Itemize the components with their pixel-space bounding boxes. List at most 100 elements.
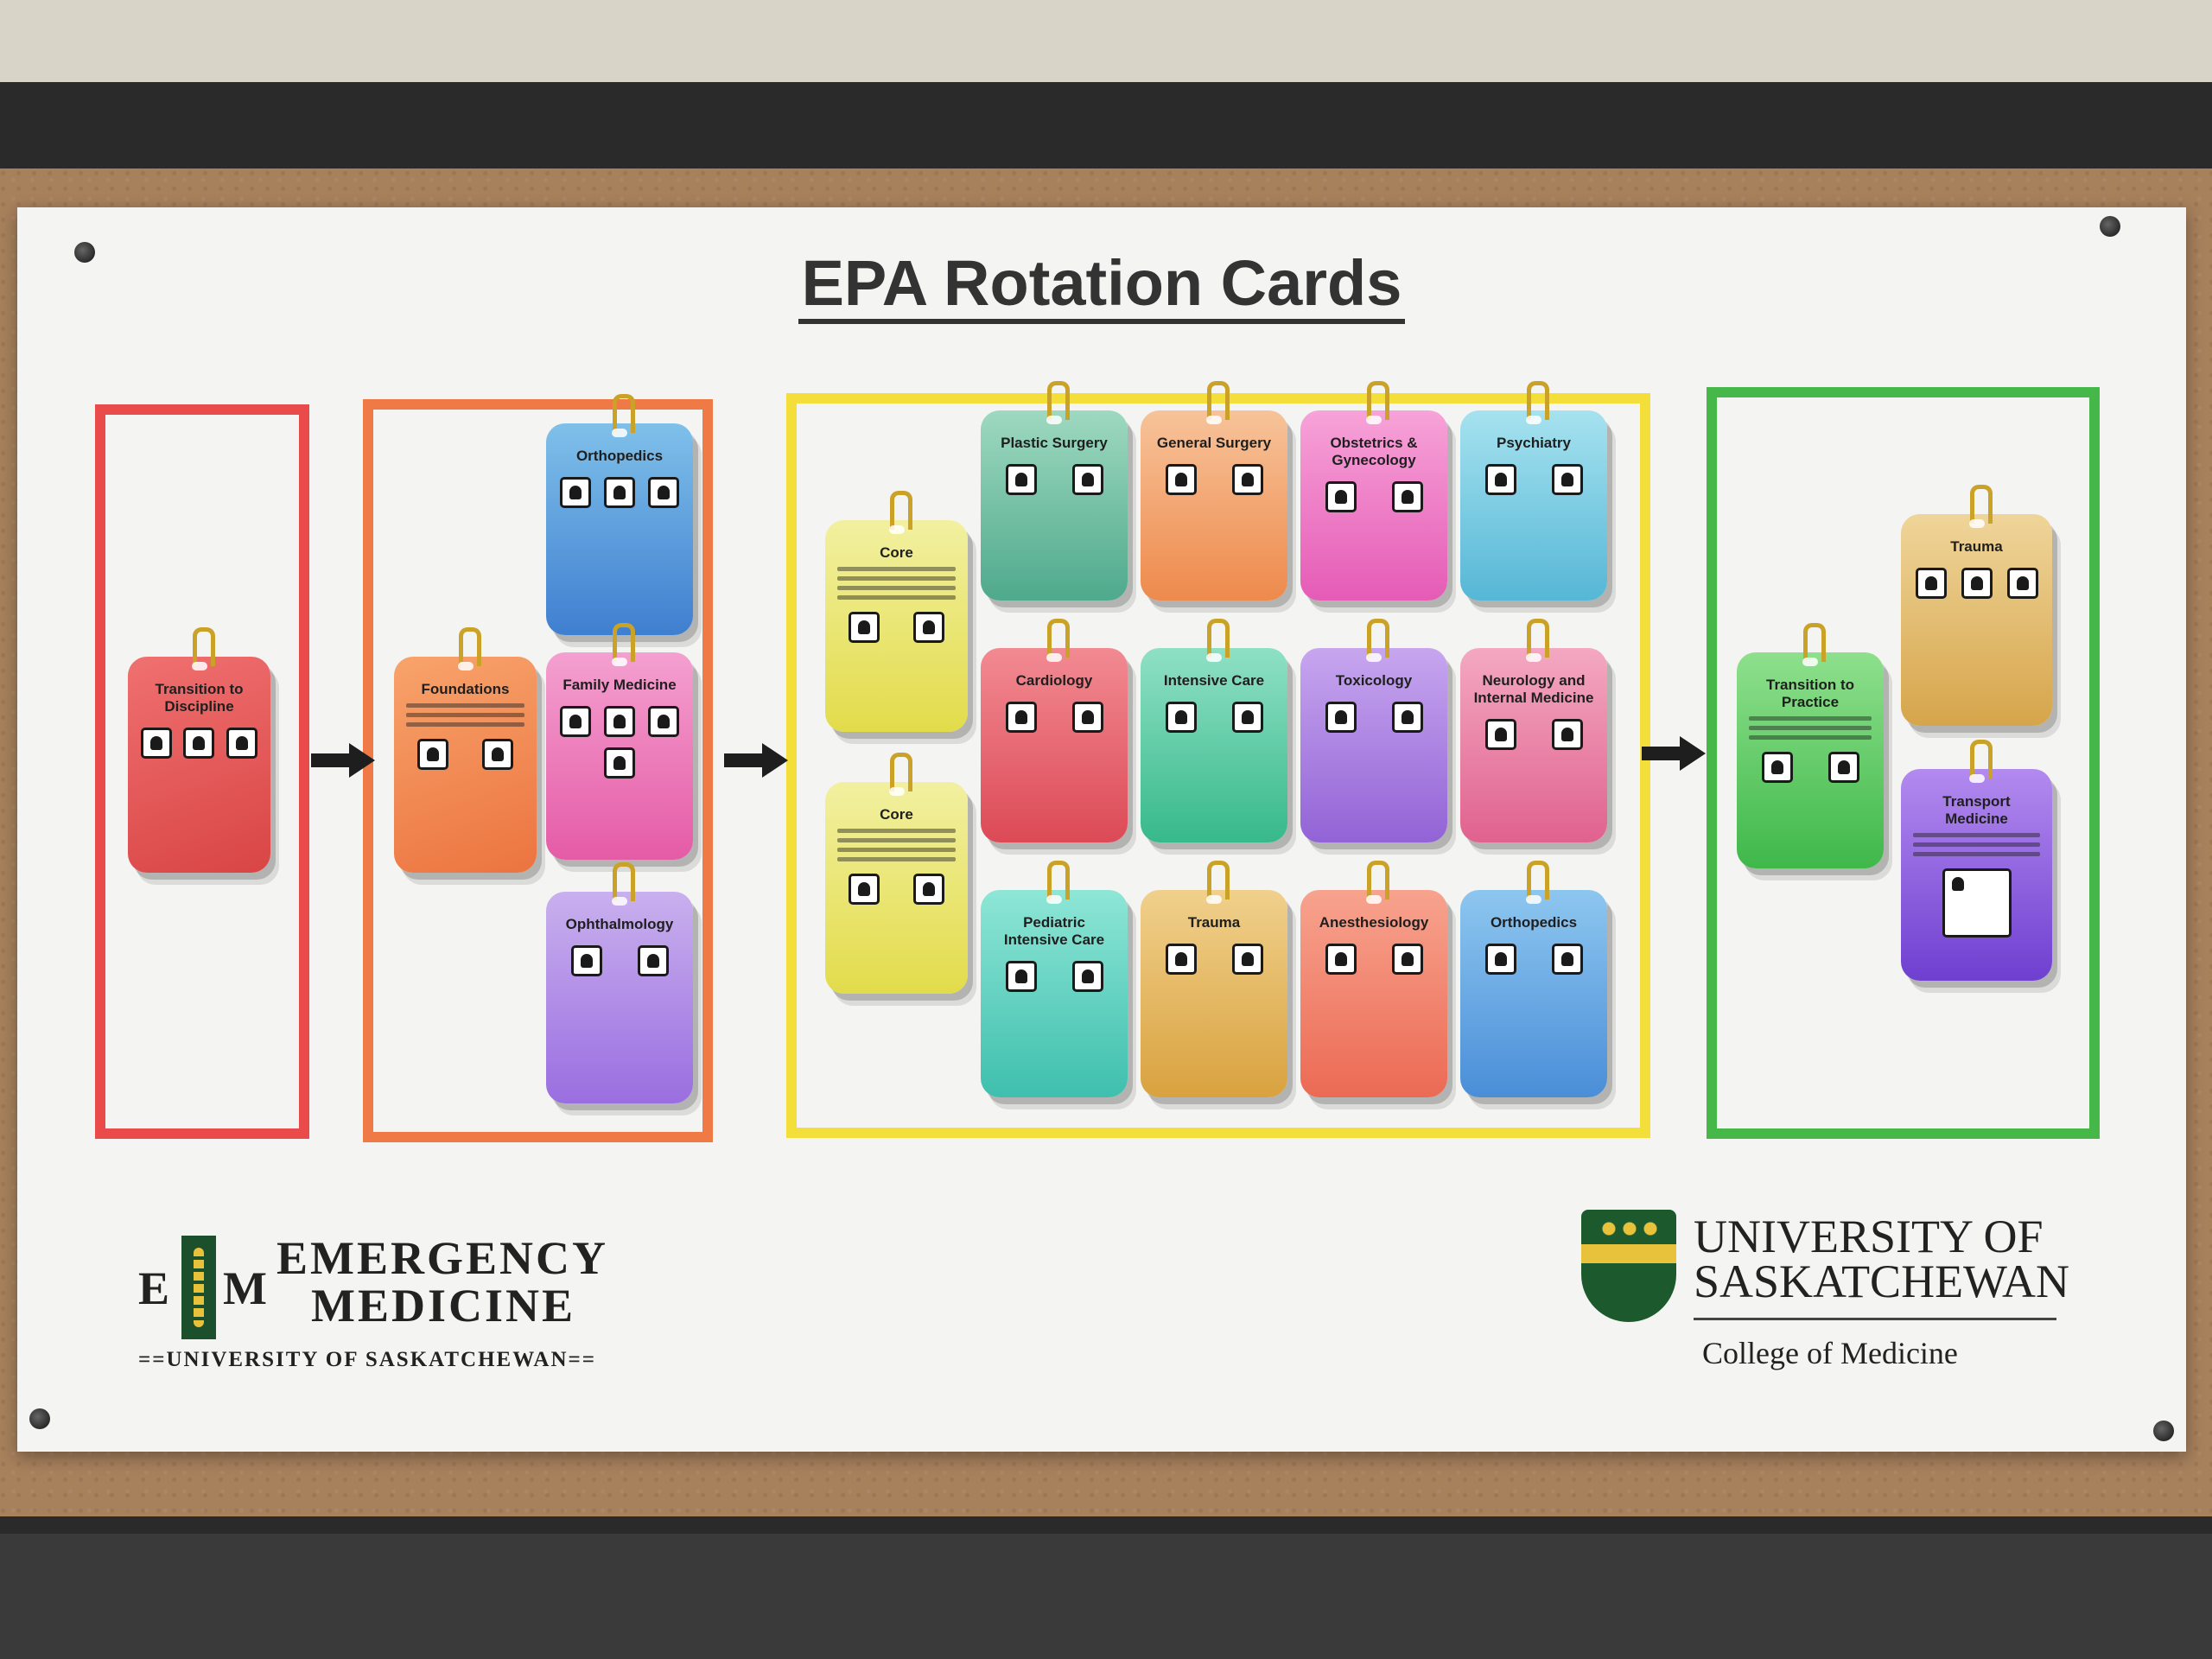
team-icon <box>481 739 513 770</box>
screw-icon <box>74 242 95 263</box>
mask-icon <box>1325 944 1357 975</box>
card-title: Core <box>880 806 913 823</box>
card-title: General Surgery <box>1156 435 1272 451</box>
plus-icon <box>1551 464 1583 495</box>
usask-divider <box>1694 1318 2056 1320</box>
card-general-surgery[interactable]: General Surgery <box>1141 381 1287 601</box>
plus-icon <box>1391 702 1423 733</box>
injury-icon <box>1915 568 1947 599</box>
ventilator-icon <box>1231 702 1263 733</box>
card-family-medicine[interactable]: Family Medicine <box>546 623 693 860</box>
card-foundations[interactable]: Foundations <box>394 627 537 873</box>
baby-icon <box>849 874 880 905</box>
foundations-column-box <box>363 399 713 1142</box>
plus-icon <box>1551 719 1583 750</box>
card-title: Intensive Care <box>1163 672 1265 689</box>
card-toxicology[interactable]: Toxicology <box>1300 619 1447 842</box>
handoff-icon <box>1827 752 1859 783</box>
door-icon <box>183 728 215 759</box>
usask-shield-icon <box>1581 1210 1676 1322</box>
card-plastic-surgery[interactable]: Plastic Surgery <box>981 381 1128 601</box>
patient-transfer-icon <box>1942 868 2012 938</box>
screw-icon <box>2153 1421 2174 1441</box>
person-icon <box>140 728 172 759</box>
card-pediatric-intensive-care[interactable]: Pediatric Intensive Care <box>981 861 1128 1097</box>
card-title: Orthopedics <box>1490 914 1578 931</box>
plus-icon <box>1231 464 1263 495</box>
splint-icon <box>1551 944 1583 975</box>
plus-icon <box>1231 944 1263 975</box>
arrow-right-icon <box>311 743 375 778</box>
syringe-icon <box>1391 944 1423 975</box>
card-title: Ophthalmology <box>565 916 674 932</box>
card-orthopedics-core[interactable]: Orthopedics <box>1460 861 1607 1097</box>
card-obstetrics-gynecology[interactable]: Obstetrics & Gynecology <box>1300 381 1447 601</box>
splint-icon <box>603 477 635 508</box>
eye-icon <box>570 945 602 976</box>
transition-column-box <box>95 404 309 1139</box>
em-line2: MEDICINE <box>311 1280 576 1332</box>
patient-icon <box>559 706 591 737</box>
cast-icon <box>648 477 680 508</box>
ear-icon <box>648 706 680 737</box>
card-title: Obstetrics & Gynecology <box>1330 435 1418 468</box>
card-title: Foundations <box>421 681 510 697</box>
throat-icon <box>604 747 635 779</box>
card-cardiology[interactable]: Cardiology <box>981 619 1128 842</box>
wall-top <box>0 0 2212 82</box>
card-title: Family Medicine <box>563 677 677 693</box>
arrow-right-icon <box>1642 736 1706 771</box>
card-anesthesiology[interactable]: Anesthesiology <box>1300 861 1447 1097</box>
card-title: Orthopedics <box>575 448 664 464</box>
card-title: Core <box>880 544 913 561</box>
emergency-medicine-logo: E M EMERGENCY MEDICINE ==UNIVERSITY OF S… <box>138 1227 691 1382</box>
card-trauma-practice[interactable]: Trauma <box>1901 485 2052 726</box>
group-icon <box>226 728 258 759</box>
core-column-box <box>786 393 1650 1138</box>
airway-icon <box>1071 961 1103 992</box>
poster-title: EPA Rotation Cards <box>17 246 2186 324</box>
eye-icon <box>603 706 635 737</box>
card-transition-to-practice[interactable]: Transition to Practice <box>1737 623 1884 868</box>
card-intensive-care[interactable]: Intensive Care <box>1141 619 1287 842</box>
airway-icon <box>912 612 944 643</box>
ambulance-icon <box>417 739 449 770</box>
card-ophthalmology[interactable]: Ophthalmology <box>546 862 693 1103</box>
card-orthopedics-foundations[interactable]: Orthopedics <box>546 394 693 635</box>
usask-line2: SASKATCHEWAN <box>1694 1255 2070 1307</box>
card-transition-to-discipline[interactable]: Transition to Discipline <box>128 627 270 873</box>
screw-icon <box>2100 216 2120 237</box>
poster: EPA Rotation Cards Transition to Discipl… <box>17 207 2186 1452</box>
plus-icon <box>1961 568 1993 599</box>
transfer-icon <box>2006 568 2038 599</box>
practice-column-box <box>1707 387 2100 1139</box>
bone-icon <box>559 477 591 508</box>
hand-icon <box>1071 464 1103 495</box>
card-neurology-internal-medicine[interactable]: Neurology and Internal Medicine <box>1460 619 1607 842</box>
card-title: Neurology and Internal Medicine <box>1473 672 1594 706</box>
pregnant-icon <box>1325 481 1357 512</box>
plus-icon <box>1071 702 1103 733</box>
heart-icon <box>849 612 880 643</box>
card-core-2[interactable]: Core <box>825 753 968 994</box>
poison-icon <box>1325 702 1357 733</box>
card-title: Psychiatry <box>1497 435 1571 451</box>
face-icon <box>1005 464 1037 495</box>
em-line1: EMERGENCY <box>276 1232 609 1284</box>
bed-icon <box>1165 702 1197 733</box>
screw-icon <box>29 1408 50 1429</box>
card-title: Toxicology <box>1335 672 1413 689</box>
abdomen-icon <box>1165 464 1197 495</box>
card-title: Plastic Surgery <box>1001 435 1108 451</box>
child-icon <box>1005 961 1037 992</box>
usask-college: College of Medicine <box>1702 1336 1958 1370</box>
card-title: Cardiology <box>1015 672 1093 689</box>
card-trauma-core[interactable]: Trauma <box>1141 861 1287 1097</box>
head-icon <box>1484 464 1516 495</box>
team-icon <box>1761 752 1793 783</box>
em-wheat-icon: E M <box>138 1236 268 1339</box>
plus-icon <box>1391 481 1423 512</box>
card-psychiatry[interactable]: Psychiatry <box>1460 381 1607 601</box>
card-core-1[interactable]: Core <box>825 491 968 732</box>
card-transport-medicine[interactable]: Transport Medicine <box>1901 740 2052 981</box>
